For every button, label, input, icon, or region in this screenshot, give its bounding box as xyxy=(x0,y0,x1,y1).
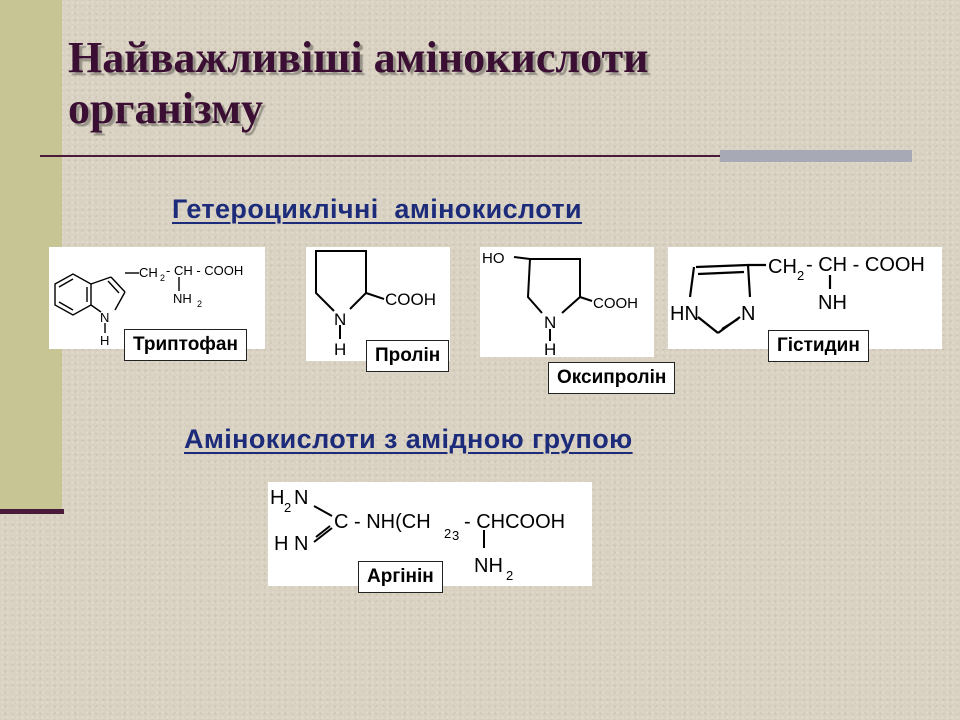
arginine-h2n-h: H xyxy=(270,487,284,509)
slide-title: Найважливіші амінокислоти організму xyxy=(68,32,649,134)
label-histidine: Гістидин xyxy=(768,330,869,362)
arginine-chain-end: - CHCOOH xyxy=(464,511,565,533)
hydroxyproline-ring-h: H xyxy=(544,340,556,357)
arginine-hn: H N xyxy=(274,533,308,555)
arginine-chain-sub: 2 xyxy=(444,526,451,541)
arginine-nh2: NH xyxy=(474,555,503,577)
hydroxyproline-ho: HO xyxy=(482,250,505,267)
tryptophan-chain: - CH - COOH xyxy=(166,263,243,278)
hydroxyproline-formula: HO COOH N H xyxy=(482,250,638,357)
histidine-hn: HN xyxy=(670,303,699,325)
tryptophan-nh2: NH xyxy=(173,291,192,306)
hydroxyproline-ring-n: N xyxy=(544,313,556,332)
histidine-ch2: CH xyxy=(768,256,797,278)
title-divider xyxy=(40,155,912,157)
label-tryptophan: Триптофан xyxy=(124,329,247,361)
tryptophan-ring-h: H xyxy=(100,333,109,348)
left-accent-underline xyxy=(0,509,64,514)
tryptophan-formula: CH 2 - CH - COOH NH 2 N H xyxy=(54,263,243,348)
tryptophan-nh2-sub: 2 xyxy=(197,299,202,309)
title-line-1: Найважливіші амінокислоти xyxy=(68,33,649,82)
proline-cooh: COOH xyxy=(385,290,436,309)
arginine-formula: H 2 N H N C - NH(CH 2 3 - CHCOOH NH 2 xyxy=(270,487,565,583)
histidine-n: N xyxy=(741,303,755,325)
arginine-chain-sub3: 3 xyxy=(452,528,459,543)
title-line-2: організму xyxy=(68,84,264,133)
tryptophan-ch2-sub: 2 xyxy=(160,273,165,283)
label-hydroxyproline: Оксипролін xyxy=(548,362,676,394)
heading-amide: Амінокислоти з амідною групою xyxy=(184,424,633,454)
tryptophan-ch2: CH xyxy=(139,265,158,280)
proline-ring-n: N xyxy=(334,310,346,329)
title-divider-accent xyxy=(720,150,912,162)
proline-ring-h: H xyxy=(334,340,346,359)
tryptophan-ring-n: N xyxy=(100,310,109,325)
proline-formula: COOH N H xyxy=(315,250,436,359)
hydroxyproline-cooh: COOH xyxy=(593,295,638,312)
arginine-h2n-n: N xyxy=(294,487,308,509)
histidine-chain: - CH - COOH xyxy=(806,254,925,276)
arginine-chain: C - NH(CH xyxy=(334,511,431,533)
histidine-formula: HN N CH 2 - CH - COOH NH xyxy=(670,254,925,334)
label-arginine: Аргінін xyxy=(358,561,443,593)
histidine-nh: NH xyxy=(818,292,847,314)
structure-hydroxyproline: HO COOH N H xyxy=(480,247,654,357)
histidine-ch2-sub: 2 xyxy=(797,268,804,283)
heading-heterocyclic: Гетероциклічні амінокислоти xyxy=(172,194,583,224)
arginine-h2n-sub: 2 xyxy=(284,500,291,515)
arginine-nh2-sub: 2 xyxy=(506,568,513,583)
label-proline: Пролін xyxy=(366,340,450,372)
